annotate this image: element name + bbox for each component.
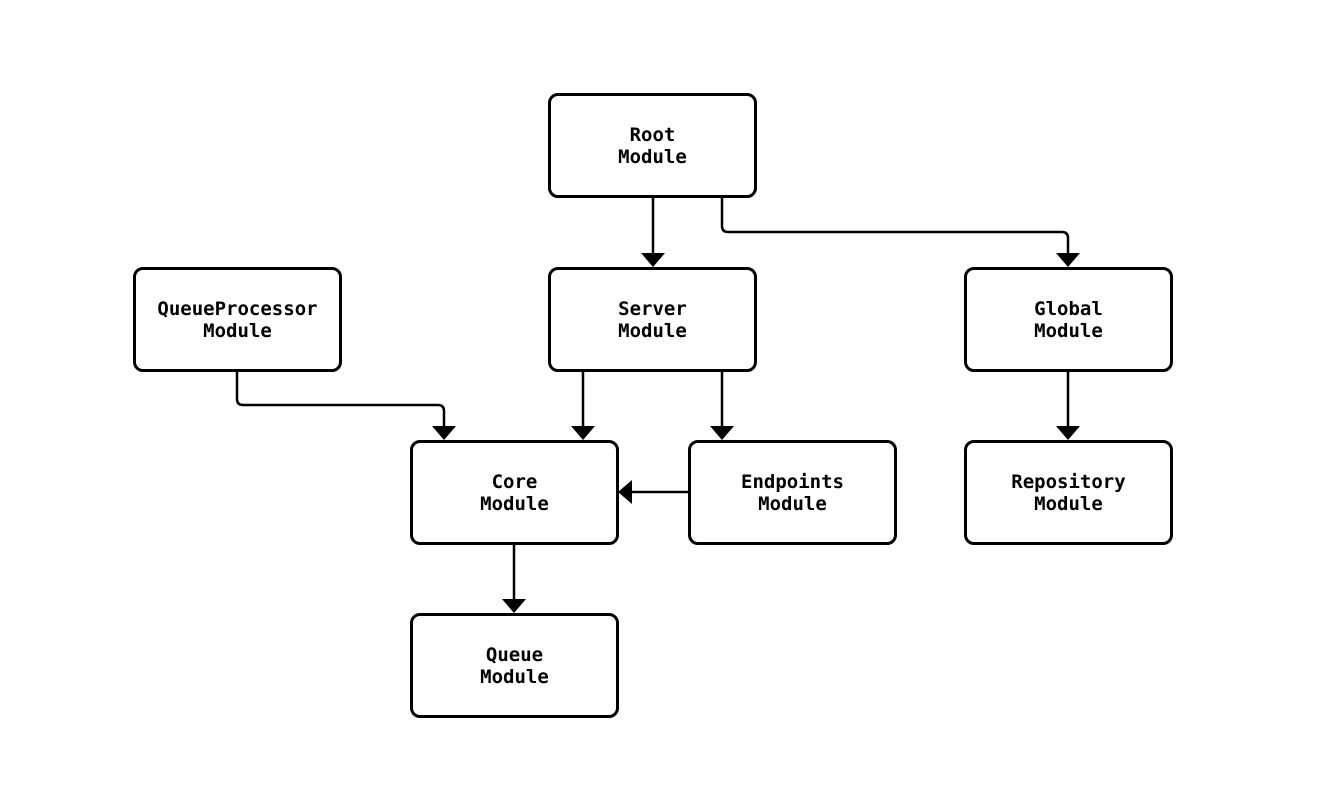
edge-root-module-to-global-module <box>720 198 1070 253</box>
node-label-line: Queue <box>485 643 544 666</box>
arrowhead-core-module-to-queue-module <box>502 599 526 613</box>
node-label-line: Module <box>618 319 687 342</box>
arrowhead-root-module-to-server-module <box>641 253 665 267</box>
node-label-line: Endpoints <box>741 470 844 493</box>
node-label-line: Module <box>758 492 827 515</box>
node-label-line: Global <box>1034 297 1103 320</box>
node-label-line: Module <box>618 145 687 168</box>
node-label-line: Module <box>203 319 272 342</box>
node-label-line: Core <box>491 470 538 493</box>
node-label-line: Server <box>618 297 687 320</box>
arrowhead-endpoints-module-to-core-module <box>618 480 632 504</box>
node-label-line: Repository <box>1011 470 1126 493</box>
arrowhead-global-module-to-repository-module <box>1056 426 1080 440</box>
node-label-line: QueueProcessor <box>157 297 318 320</box>
arrowhead-root-module-to-global-module <box>1056 253 1080 267</box>
edge-queueprocessor-module-to-core-module <box>235 372 446 426</box>
node-label-line: Root <box>629 123 676 146</box>
arrowhead-server-module-to-core-module <box>571 426 595 440</box>
arrowhead-queueprocessor-module-to-core-module <box>432 426 456 440</box>
node-label-line: Module <box>1034 492 1103 515</box>
node-label-line: Module <box>1034 319 1103 342</box>
arrowhead-server-module-to-endpoints-module <box>710 426 734 440</box>
node-label-line: Module <box>480 492 549 515</box>
node-label-line: Module <box>480 665 549 688</box>
